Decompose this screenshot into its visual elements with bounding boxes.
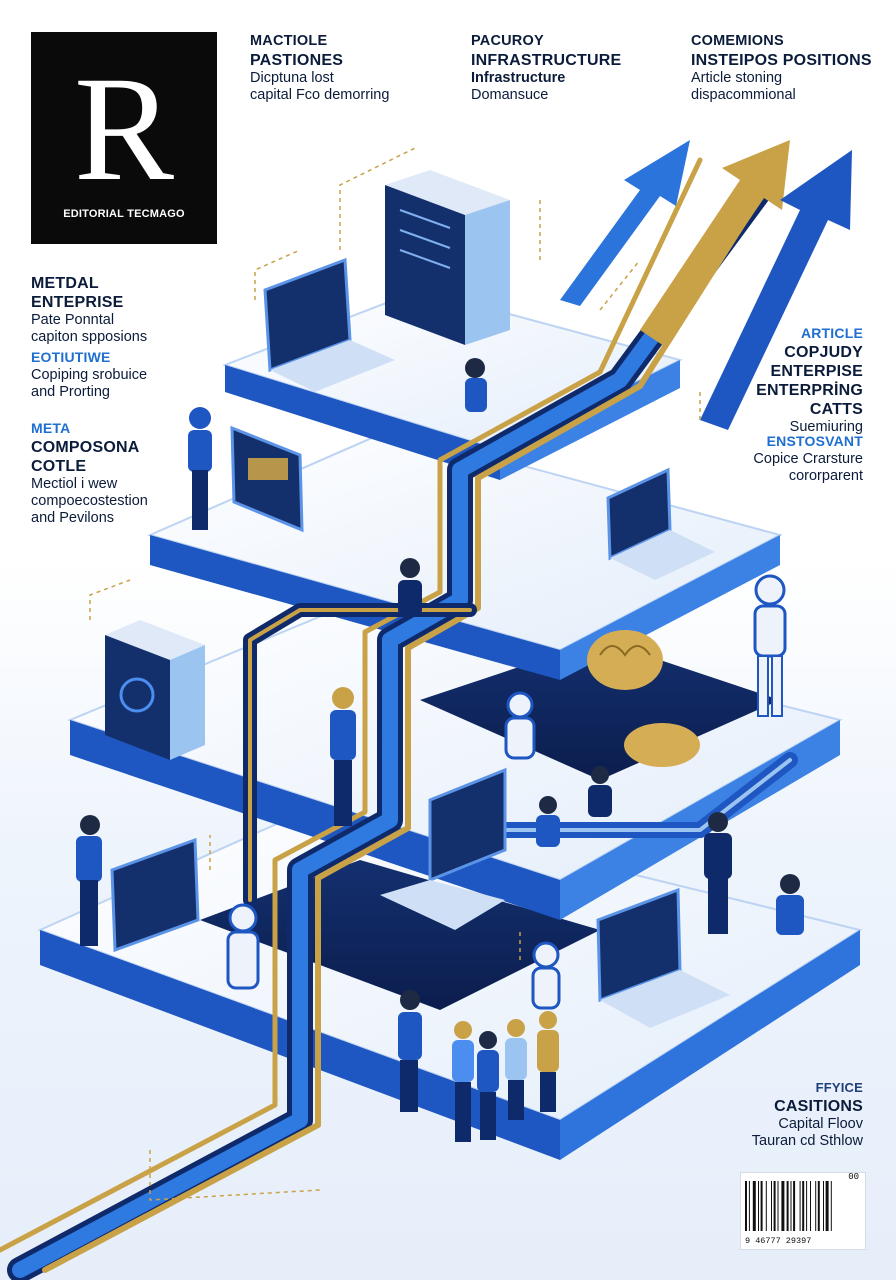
top-column-1: MACTIOLE PASTIONES Dicptuna lost capital… <box>250 32 389 104</box>
left-block-3-subheading: META <box>31 420 71 436</box>
masthead-label: EDITORIAL TECMAGO <box>63 208 185 220</box>
left-block-2-line2: and Prorting <box>31 384 110 400</box>
right-block-2-line1: Copice Crarsture <box>753 451 863 467</box>
right-block-1: ARTICLE COPJUDY ENTERPISE ENTERPRİNG CAT… <box>756 324 863 436</box>
top-column-1-line1: Dicptuna lost <box>250 70 334 86</box>
barcode-bar <box>810 1181 811 1231</box>
top-column-2-line2: Domansuce <box>471 87 549 103</box>
left-block-2: EOTIUTIWE Copiping srobuice and Prorting <box>31 348 147 401</box>
people-figures <box>76 358 804 1142</box>
right-block-1-heading2: ENTERPISE <box>770 363 863 380</box>
brain-orb <box>587 630 663 690</box>
right-block-1-heading3: ENTERPRİNG <box>756 382 863 399</box>
laptop-tier3 <box>380 767 507 930</box>
top-column-1-heading1: MACTIOLE <box>250 33 328 49</box>
barcode-bar <box>786 1181 789 1231</box>
barcode: 00 9 46777 29397 <box>740 1172 866 1250</box>
masthead-logo: R EDITORIAL TECMAGO <box>31 32 217 244</box>
barcode-bar <box>799 1181 801 1231</box>
growth-arrows <box>560 140 852 430</box>
right-block-1-line1: Suemiuring <box>789 419 863 435</box>
top-column-1-line2: capital Fco demorring <box>250 87 390 103</box>
right-block-1-heading4: CATTS <box>809 401 863 418</box>
right-block-2: ENSTOSVANT Copice Crarsture cororparent <box>753 432 863 485</box>
bottom-right-subheading: FFYICE <box>815 1080 863 1095</box>
barcode-bar <box>806 1181 808 1231</box>
right-block-1-heading1: COPJUDY <box>784 344 863 361</box>
bottom-right-line2: Tauran cd Sthlow <box>751 1133 863 1149</box>
barcode-bar <box>825 1181 829 1231</box>
monitor-tier2 <box>230 425 304 533</box>
left-block-3-heading1: COMPOSONA <box>31 439 140 456</box>
book-stack-top <box>385 170 510 345</box>
left-block-3-heading2: COTLE <box>31 458 87 475</box>
top-column-3-line1: Article stoning <box>691 70 783 86</box>
barcode-bar <box>771 1181 772 1231</box>
right-block-2-subheading: ENSTOSVANT <box>766 433 863 449</box>
gold-chip <box>624 723 700 767</box>
barcode-bar <box>765 1181 767 1231</box>
barcode-bar <box>748 1181 750 1231</box>
bottom-right-line1: Capital Floov <box>778 1116 863 1132</box>
left-block-1-line2: capiton spposions <box>31 329 148 345</box>
left-block-3: META COMPOSONA COTLE Mectiol i wew compo… <box>31 419 148 527</box>
right-block-1-subheading: ARTICLE <box>800 325 863 341</box>
barcode-bar <box>793 1181 796 1231</box>
top-column-3-line2: dispacommional <box>691 87 796 103</box>
barcode-bar <box>760 1181 763 1231</box>
barcode-issue: 00 <box>848 1172 859 1182</box>
masthead-letter: R <box>73 46 174 212</box>
left-block-1-line1: Pate Ponntal <box>31 312 115 328</box>
top-column-3-heading2: INSTEIPOS POSITIONS <box>691 52 872 69</box>
barcode-bar <box>802 1181 805 1231</box>
right-block-2-line2: cororparent <box>788 468 863 484</box>
left-block-3-line2: compoecostestion <box>31 493 148 509</box>
left-block-1: METDAL ENTEPRISE Pate Ponntal capiton sp… <box>31 274 147 346</box>
left-block-2-line1: Copiping srobuice <box>31 367 148 383</box>
barcode-bar <box>830 1181 832 1231</box>
top-column-2-heading2: INFRASTRUCTURE <box>471 52 622 69</box>
left-block-2-subheading: EOTIUTIWE <box>31 349 111 365</box>
bottom-right-heading: CASITIONS <box>774 1098 863 1115</box>
barcode-bar <box>817 1181 820 1231</box>
barcode-bar <box>781 1181 785 1231</box>
barcode-bar <box>815 1181 817 1231</box>
dashed-connectors <box>89 147 701 1201</box>
monitor-bottom-left <box>110 837 200 953</box>
robot-figures <box>226 574 787 1010</box>
top-column-3: COMEMIONS INSTEIPOS POSITIONS Article st… <box>691 32 872 104</box>
left-block-3-line3: and Pevilons <box>31 510 115 526</box>
barcode-bar <box>773 1181 776 1231</box>
bottom-right-block: FFYICE CASITIONS Capital Floov Tauran cd… <box>752 1078 863 1150</box>
barcode-bars <box>745 1181 832 1231</box>
barcode-bar <box>790 1181 792 1231</box>
top-column-2-line1: Infrastructure <box>471 70 566 86</box>
left-block-1-heading2: ENTEPRISE <box>31 294 124 311</box>
left-block-1-heading1: METDAL <box>31 275 99 292</box>
barcode-bar <box>758 1181 759 1231</box>
top-column-3-heading1: COMEMIONS <box>691 33 784 49</box>
laptop-tier2-right <box>606 467 715 580</box>
top-column-2: PACUROY INFRASTRUCTURE Infrastructure Do… <box>471 32 621 104</box>
barcode-bar <box>823 1181 824 1231</box>
laptop-bottom-right <box>596 887 730 1028</box>
barcode-bar <box>777 1181 779 1231</box>
barcode-bar <box>745 1181 747 1231</box>
top-column-2-heading1: PACUROY <box>471 33 544 49</box>
barcode-number: 9 46777 29397 <box>745 1236 812 1246</box>
barcode-bar <box>752 1181 756 1231</box>
book-stack-left <box>105 620 205 760</box>
laptop-top <box>263 257 395 392</box>
left-block-3-line1: Mectiol i wew <box>31 476 118 492</box>
top-column-1-heading2: PASTIONES <box>250 52 344 69</box>
